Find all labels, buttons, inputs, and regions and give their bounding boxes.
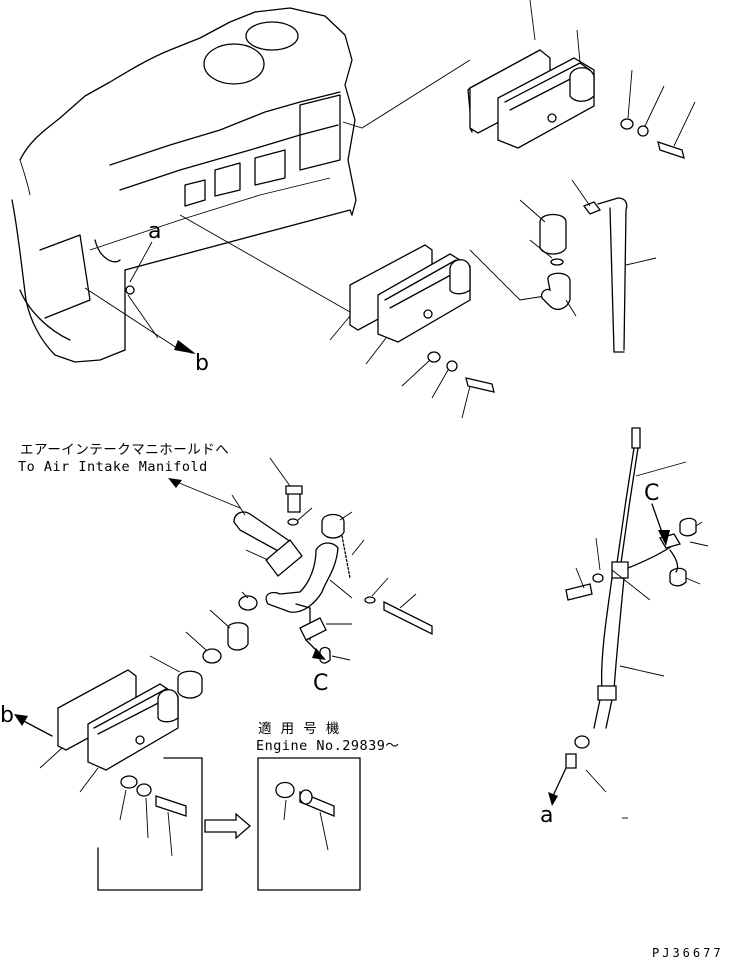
elbow (540, 272, 571, 311)
note-manifold-en: To Air Intake Manifold (18, 459, 208, 475)
note-manifold-jp: エアーインテークマニホールドへ (20, 442, 229, 458)
guide-clamp (611, 561, 629, 579)
replacement-arrow (204, 812, 251, 840)
bolt-long (383, 600, 433, 636)
callout-C-right: C (644, 481, 659, 506)
callout-b-top: b (195, 351, 209, 376)
bolt-top (657, 141, 685, 159)
bolt-guide (565, 583, 593, 601)
bolt-mid (465, 377, 495, 393)
old-bolt-box (97, 757, 203, 891)
leader-top-cover (342, 59, 471, 129)
hose (265, 542, 339, 613)
callout-C-mid: C (313, 671, 328, 696)
leader-a-top (84, 287, 181, 351)
connector-2 (177, 670, 203, 699)
new-bolt-frame (257, 757, 361, 891)
flange-washer (275, 781, 295, 799)
bracket (265, 539, 303, 577)
breather-body (539, 213, 567, 255)
engine-block (11, 7, 357, 363)
clip-top (582, 201, 602, 215)
leader-b-top (127, 294, 159, 339)
nut-right-1 (679, 517, 697, 537)
drawing-code: PJ36677 (652, 946, 724, 959)
note-serial-en: Engine No.29839～ (256, 738, 399, 754)
washer-old-1 (120, 775, 138, 789)
bolt-old (155, 795, 187, 817)
breather-dipstick-assembly (469, 179, 657, 353)
cap (321, 513, 345, 539)
washer-top-1 (620, 118, 634, 130)
side-cover-mid (377, 253, 471, 343)
top-side-cover-assembly (467, 0, 696, 159)
callout-a-top-leader (129, 241, 153, 283)
o-ring (550, 258, 564, 266)
clamp-1 (238, 595, 258, 611)
clip (299, 617, 327, 641)
washer-guide (574, 735, 590, 749)
callout-b-left: b (0, 703, 14, 728)
side-cover-lower (87, 683, 179, 771)
washer-top-2 (637, 125, 649, 137)
leader-mid-cover (179, 214, 351, 313)
clamp-2 (202, 648, 222, 664)
connector-1 (227, 622, 249, 651)
middle-side-cover-assembly (329, 244, 495, 419)
nut-right-2 (669, 567, 687, 587)
arrow-head (174, 340, 196, 354)
callout-a-bottom: a (540, 803, 553, 828)
new-bolt-box: 適 用 号 機 Engine No.29839～ (256, 720, 399, 891)
dipstick-guide-assembly: C a (540, 427, 709, 828)
hose-assembly: エアーインテークマニホールドへ To Air Intake Manifold C (0, 442, 433, 793)
washer-mid-1 (427, 351, 441, 363)
note-serial-jp: 適 用 号 機 (258, 720, 340, 737)
callout-a-top: a (148, 219, 161, 244)
dipstick-handle (631, 427, 641, 449)
washer-mid-2 (446, 360, 458, 372)
cover-hole (547, 113, 557, 123)
washer-old-2 (136, 783, 152, 797)
connector-guide (565, 753, 577, 769)
